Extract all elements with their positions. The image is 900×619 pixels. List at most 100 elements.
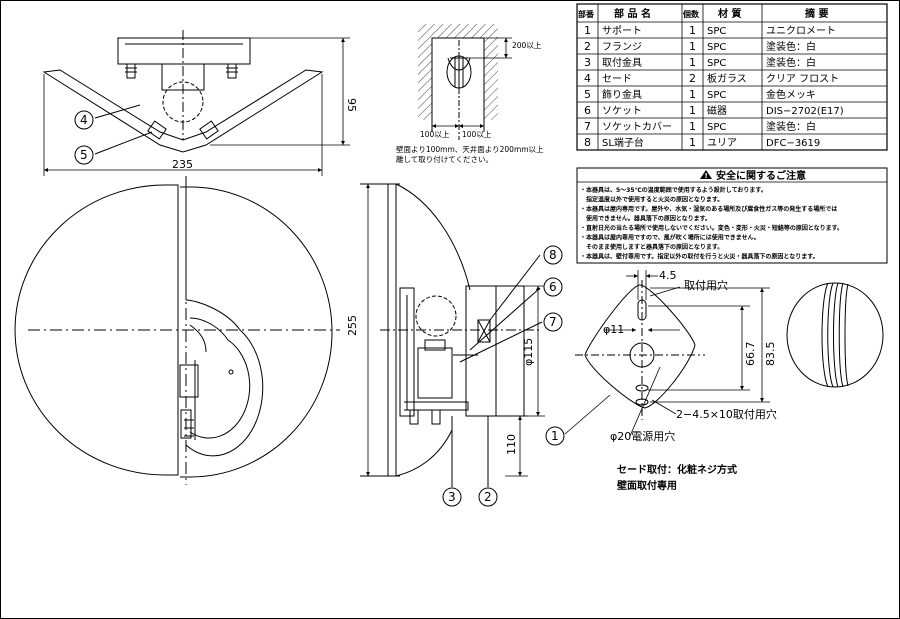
left-clearance-label: 100以上 bbox=[420, 130, 450, 139]
front-view-dimensions bbox=[43, 37, 350, 176]
svg-text:材 質: 材 質 bbox=[718, 7, 741, 20]
svg-text:7: 7 bbox=[549, 315, 557, 329]
table-cell: サポート bbox=[602, 25, 642, 37]
table-cell: SPC bbox=[707, 58, 726, 69]
table-cell: 6 bbox=[584, 104, 591, 117]
power-hole-label: φ20電源用穴 bbox=[610, 429, 675, 443]
safety-line: ・本器具は、壁付専用です。指定以外の取付を行うと火災・器具落下の原因となります。 bbox=[580, 253, 819, 261]
svg-text:部番: 部番 bbox=[578, 9, 595, 19]
svg-text:6: 6 bbox=[549, 280, 557, 294]
table-cell: フランジ bbox=[602, 41, 642, 53]
width-dim-label: 235 bbox=[172, 158, 193, 171]
svg-text:個数: 個数 bbox=[682, 9, 700, 19]
install-diagram bbox=[418, 24, 512, 140]
safety-line: そのまま使用しますと器具落下の原因となります。 bbox=[580, 243, 723, 251]
table-cell: 5 bbox=[584, 88, 591, 101]
dim-83-5: 83.5 bbox=[764, 342, 777, 367]
globe-elevation bbox=[14, 176, 340, 485]
table-cell: 1 bbox=[689, 56, 696, 69]
table-cell: SPC bbox=[707, 42, 726, 53]
table-cell: セード bbox=[602, 73, 632, 85]
table-cell: 2 bbox=[584, 40, 591, 53]
safety-title: 安全に関するご注意 bbox=[716, 169, 806, 182]
side-offset-dim: 110 bbox=[505, 434, 518, 455]
safety-lines: ・本器具は、5〜35℃の温度範囲で使用するよう設計しております。 指定温度以外で… bbox=[580, 186, 843, 261]
parts-table bbox=[576, 3, 888, 151]
top-clearance-label: 200以上 bbox=[512, 41, 542, 50]
table-cell: ユニクロメート bbox=[766, 25, 836, 37]
dim-4-5: 4.5 bbox=[659, 269, 677, 282]
table-cell: SL端子台 bbox=[602, 136, 644, 149]
side-view-dimensions bbox=[366, 184, 545, 477]
table-cell: 塗装色：白 bbox=[766, 120, 816, 133]
safety-line: ・直射日光の当たる場所で使用しないでください。変色・変形・火災・短絡等の原因とな… bbox=[580, 224, 843, 232]
side-dia-dim: φ115 bbox=[522, 338, 535, 366]
svg-text:1: 1 bbox=[551, 429, 559, 443]
table-row: 7 ソケットカバー 1 SPC 塗装色：白 bbox=[584, 120, 816, 133]
table-cell: 7 bbox=[584, 120, 591, 133]
svg-text:部 品 名: 部 品 名 bbox=[614, 7, 651, 20]
table-cell: SPC bbox=[707, 122, 726, 133]
height-dim-label: 95 bbox=[345, 98, 358, 112]
mount-hole-label: 取付用穴 bbox=[684, 278, 728, 292]
dim-66-7: 66.7 bbox=[744, 342, 757, 367]
svg-text:3: 3 bbox=[448, 490, 456, 504]
clearance-note-1: 壁面より100mm、天井面より200mm以上 bbox=[396, 144, 544, 154]
table-row: 2 フランジ 1 SPC 塗装色：白 bbox=[584, 40, 816, 53]
table-cell: 1 bbox=[689, 24, 696, 37]
svg-text:5: 5 bbox=[80, 148, 88, 162]
callout-2: 2 bbox=[478, 487, 498, 507]
table-cell: DIS−2702(E17) bbox=[766, 106, 844, 117]
right-clearance-label: 100以上 bbox=[462, 130, 492, 139]
safety-line: 指定温度以外で使用すると火災の原因となります。 bbox=[580, 196, 723, 204]
table-cell: SPC bbox=[707, 90, 726, 101]
svg-text:2: 2 bbox=[484, 490, 492, 504]
table-cell: 3 bbox=[584, 56, 591, 69]
safety-line: ・本器具は屋内専用ですので、風が吹く場所には使用できません。 bbox=[580, 234, 760, 242]
safety-line: ・本器具は屋内専用です。屋外や、水気・湿気のある場所及び腐食性ガス等の発生する場… bbox=[580, 205, 837, 213]
table-cell: 2 bbox=[689, 72, 696, 85]
table-cell: 8 bbox=[584, 136, 591, 149]
callout-4: 4 bbox=[74, 110, 94, 130]
callout-7: 7 bbox=[543, 312, 563, 332]
shade-note-2: 壁面取付専用 bbox=[617, 479, 677, 492]
table-cell: SPC bbox=[707, 26, 726, 37]
warning-triangle-icon: ! bbox=[700, 170, 712, 180]
table-cell: DFC−3619 bbox=[766, 138, 820, 149]
callout-5: 5 bbox=[74, 145, 94, 165]
table-row: 8 SL端子台 1 ユリア DFC−3619 bbox=[584, 136, 820, 149]
clearance-note-2: 離して取り付けてください。 bbox=[396, 154, 493, 164]
plate-dimensions bbox=[564, 270, 770, 437]
table-cell: 板ガラス bbox=[707, 72, 747, 85]
table-cell: ソケット bbox=[602, 105, 642, 117]
table-cell: 1 bbox=[689, 136, 696, 149]
callout-8: 8 bbox=[543, 245, 563, 265]
table-cell: 金色メッキ bbox=[766, 88, 816, 101]
table-cell: ソケットカバー bbox=[602, 121, 672, 133]
front-view bbox=[42, 30, 324, 155]
svg-text:4: 4 bbox=[80, 113, 88, 127]
mounting-plate bbox=[575, 280, 705, 420]
safety-line: 使用できません。器具落下の原因となります。 bbox=[580, 215, 711, 223]
shade-note-1: セード取付：化粧ネジ方式 bbox=[617, 463, 737, 476]
table-cell: クリア フロスト bbox=[766, 73, 839, 85]
safety-box bbox=[576, 167, 888, 264]
wall-plate-outline bbox=[117, 37, 251, 65]
shade-perspective bbox=[786, 282, 884, 388]
side-height-dim: 255 bbox=[346, 315, 359, 336]
table-cell: 1 bbox=[689, 40, 696, 53]
callout-1: 1 bbox=[545, 426, 565, 446]
parts-table-header: 部番 部 品 名 個数 材 質 摘 要 bbox=[578, 7, 828, 20]
slot-hole-label: 2−4.5×10取付用穴 bbox=[676, 407, 777, 421]
table-cell: 1 bbox=[689, 104, 696, 117]
table-cell: ユリア bbox=[707, 138, 737, 149]
table-cell: 1 bbox=[584, 24, 591, 37]
table-cell: 塗装色：白 bbox=[766, 40, 816, 53]
table-cell: 1 bbox=[689, 120, 696, 133]
table-cell: 飾り金具 bbox=[602, 88, 642, 101]
